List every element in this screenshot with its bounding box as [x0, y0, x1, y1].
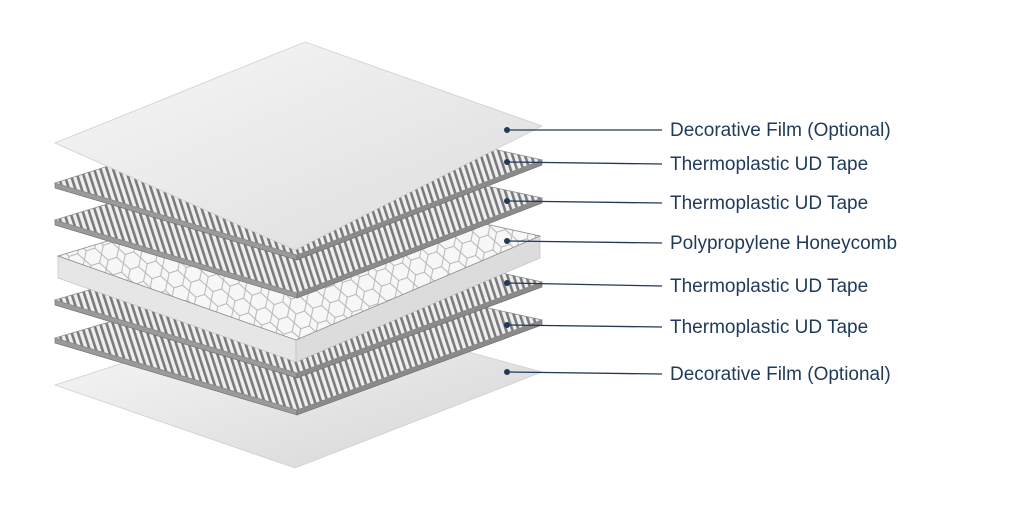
- leader-line: [506, 161, 663, 165]
- layer-label: Thermoplastic UD Tape: [670, 154, 868, 175]
- leader-dot: [504, 159, 510, 165]
- leader-line: [506, 200, 663, 204]
- leader-dot: [504, 127, 510, 133]
- leader-line: [506, 371, 663, 375]
- layer-label: Decorative Film (Optional): [670, 364, 891, 385]
- leader-dot: [504, 280, 510, 286]
- leader-line: [506, 324, 663, 328]
- layer-shapes: [53, 41, 544, 469]
- layer-label: Polypropylene Honeycomb: [670, 233, 897, 254]
- leader-dot: [504, 238, 510, 244]
- layer-label: Thermoplastic UD Tape: [670, 276, 868, 297]
- leader-dot: [504, 198, 510, 204]
- leader-line: [506, 240, 663, 244]
- layer-1-film: [53, 41, 544, 251]
- layer-label: Thermoplastic UD Tape: [670, 193, 868, 214]
- layer-surface: [53, 41, 544, 251]
- layer-label: Decorative Film (Optional): [670, 120, 891, 141]
- leader-line: [506, 282, 663, 287]
- leader-lines: Decorative Film (Optional) Thermoplastic …: [504, 120, 897, 385]
- layer-label: Thermoplastic UD Tape: [670, 317, 868, 338]
- leader-dot: [504, 322, 510, 328]
- leader-dot: [504, 369, 510, 375]
